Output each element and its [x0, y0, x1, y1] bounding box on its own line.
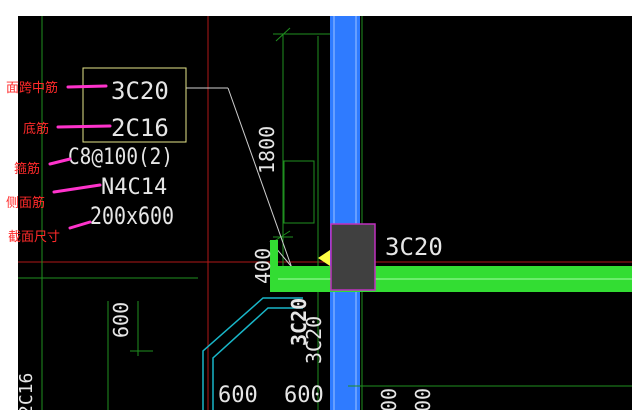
annotation-bottom-bar: 底筋: [23, 122, 50, 137]
label-frame: [82, 67, 187, 143]
dim-600-left: 600: [109, 302, 133, 338]
annotation-top-mid-span-bar: 面跨中筋: [6, 81, 59, 96]
vertical-3c20-b: 3C20: [302, 316, 326, 364]
dim-1800: 1800: [255, 126, 279, 174]
bottom-bar-label: 2C16: [111, 114, 169, 142]
bottom-dim-600-b: 600: [284, 383, 324, 408]
left-edge-vertical-label: 2C16: [18, 373, 37, 410]
annotation-section-size: 截面尺寸: [8, 230, 61, 245]
bottom-right-label-b: 00: [411, 388, 435, 410]
cyan-outline-lines: [202, 297, 303, 410]
vertical-3c20-a: 3C20: [287, 298, 311, 346]
bottom-dim-600-a: 600: [218, 383, 258, 408]
green-beam[interactable]: [270, 240, 632, 292]
column-section[interactable]: [330, 223, 376, 291]
bottom-right-label-a: 00: [377, 388, 401, 410]
top-bar-label: 3C20: [111, 77, 169, 105]
yellow-arrow-marker: [318, 250, 330, 266]
side-bar-label: N4C14: [101, 175, 167, 200]
dim-400: 400: [251, 248, 275, 284]
cad-drawing[interactable]: 3C20 2C16 C8@100(2) N4C14 200x600 3C20 1…: [18, 16, 632, 410]
annotation-side-bar: 侧面筋: [6, 196, 46, 211]
section-size-label: 200x600: [90, 202, 174, 230]
right-top-bar-label: 3C20: [385, 233, 443, 261]
stirrup-label: C8@100(2): [68, 145, 173, 170]
leader-lines: [186, 87, 307, 285]
cad-drawing-viewport[interactable]: 3C20 2C16 C8@100(2) N4C14 200x600 3C20 1…: [18, 16, 632, 410]
blue-column[interactable]: [330, 16, 360, 410]
annotation-stirrup: 箍筋: [14, 162, 41, 177]
